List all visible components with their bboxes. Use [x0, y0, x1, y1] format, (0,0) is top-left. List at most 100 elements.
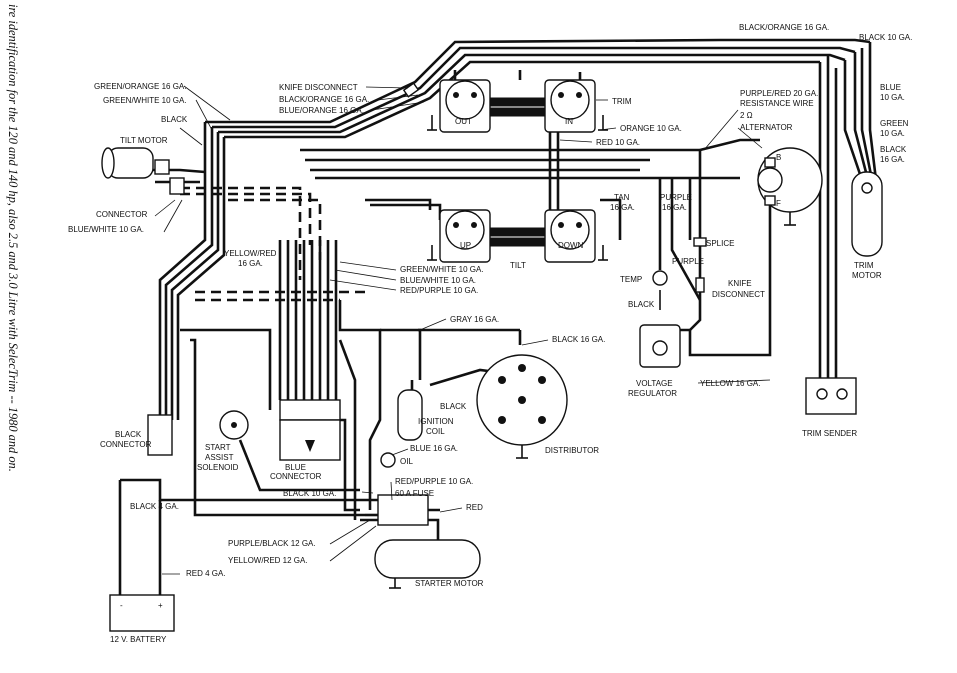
trim-sender-unit	[805, 377, 857, 415]
label-black-10-top: BLACK 10 GA.	[859, 33, 912, 42]
label-blue-10-line1: BLUE	[880, 83, 901, 92]
label-purple-red-20-line1: PURPLE/RED 20 GA.	[740, 89, 818, 98]
label-battery-plus: +	[158, 601, 163, 610]
label-start-assist-line1: START	[205, 443, 231, 452]
label-starter-motor: STARTER MOTOR	[415, 579, 484, 588]
wire-labels: BLACK/ORANGE 16 GA. BLACK 10 GA. BLUE 10…	[68, 23, 912, 644]
label-purple-16-line1: PURPLE	[660, 193, 692, 202]
label-green-white-10-left: GREEN/WHITE 10 GA.	[103, 96, 187, 105]
label-red: RED	[466, 503, 483, 512]
black-connector-unit	[147, 414, 173, 456]
label-temp: TEMP	[620, 275, 642, 284]
voltage-regulator-unit	[639, 324, 681, 368]
label-green-orange-16: GREEN/ORANGE 16 GA.	[94, 82, 186, 91]
label-blue-orange-16: BLUE/ORANGE 16 GA.	[279, 106, 364, 115]
label-blue-connector-line1: BLUE	[285, 463, 306, 472]
knife-disconnect-right	[695, 277, 705, 293]
start-assist-solenoid-unit	[219, 410, 249, 440]
label-black-orange-16-top: BLACK/ORANGE 16 GA.	[739, 23, 829, 32]
label-purple-black-12: PURPLE/BLACK 12 GA.	[228, 539, 316, 548]
label-purple-red-20-line3: 2 Ω	[740, 111, 753, 120]
label-green-white-10: GREEN/WHITE 10 GA.	[400, 265, 484, 274]
label-knife-disconnect-right-line1: KNIFE	[728, 279, 752, 288]
label-blue-white-10-mid: BLUE/WHITE 10 GA.	[400, 276, 476, 285]
alternator	[757, 147, 823, 226]
trim-in-motor	[544, 79, 608, 133]
label-tan-16-line2: 16 GA.	[610, 203, 635, 212]
label-trim-sender: TRIM SENDER	[802, 429, 857, 438]
label-black-mid-right: BLACK	[628, 300, 655, 309]
label-60a-fuse: 60 A FUSE	[395, 489, 434, 498]
tilt-down-motor	[544, 209, 608, 263]
label-voltage-regulator-line2: REGULATOR	[628, 389, 677, 398]
label-black-orange-16: BLACK/ORANGE 16 GA.	[279, 95, 369, 104]
label-green-10-line2: 10 GA.	[880, 129, 905, 138]
label-oil: OIL	[400, 457, 413, 466]
label-tilt: TILT	[510, 261, 526, 270]
label-blue-10-line2: 10 GA.	[880, 93, 905, 102]
label-down: DOWN	[558, 241, 584, 250]
label-black-10-mid: BLACK 10 GA.	[283, 489, 336, 498]
label-green-10-line1: GREEN	[880, 119, 909, 128]
label-purple: PURPLE	[672, 257, 704, 266]
ignition-coil-unit	[397, 389, 423, 441]
label-yellow-red-16-line1: YELLOW/RED	[224, 249, 277, 258]
label-battery-minus: -	[120, 601, 123, 610]
tilt-motor	[101, 147, 170, 179]
temp-sender	[652, 270, 668, 286]
trim-motor-unit	[851, 171, 883, 257]
label-black-coil: BLACK	[440, 402, 467, 411]
label-battery: 12 V. BATTERY	[110, 635, 167, 644]
label-tan-16-line1: TAN	[614, 193, 630, 202]
label-yellow-red-12: YELLOW/RED 12 GA.	[228, 556, 308, 565]
label-purple-red-20-line2: RESISTANCE WIRE	[740, 99, 814, 108]
label-ignition-coil-line2: COIL	[426, 427, 445, 436]
label-voltage-regulator-line1: VOLTAGE	[636, 379, 673, 388]
wiring-harness	[118, 38, 878, 595]
label-red-purple-10-mid: RED/PURPLE 10 GA.	[400, 286, 478, 295]
label-start-assist-line3: SOLENOID	[197, 463, 239, 472]
starter-motor-unit	[374, 539, 481, 589]
label-blue-white-10: BLUE/WHITE 10 GA.	[68, 225, 144, 234]
label-orange-10: ORANGE 10 GA.	[620, 124, 682, 133]
oil-sender	[380, 452, 396, 468]
knife-disconnect-top	[402, 82, 420, 98]
label-yellow-16: YELLOW 16 GA.	[700, 379, 760, 388]
label-start-assist-line2: ASSIST	[205, 453, 234, 462]
label-knife-disconnect-top: KNIFE DISCONNECT	[279, 83, 358, 92]
label-blue-16: BLUE 16 GA.	[410, 444, 458, 453]
battery-unit	[109, 594, 175, 632]
label-ignition-coil-line1: IGNITION	[418, 417, 454, 426]
label-trim: TRIM	[612, 97, 632, 106]
connector	[169, 177, 185, 195]
label-black-connector-line1: BLACK	[115, 430, 142, 439]
label-black-4: BLACK 4 GA.	[130, 502, 179, 511]
blue-connector-unit	[279, 399, 341, 461]
label-black-left: BLACK	[161, 115, 188, 124]
label-connector: CONNECTOR	[96, 210, 148, 219]
label-knife-disconnect-right-line2: DISCONNECT	[712, 290, 765, 299]
label-splice: SPLICE	[706, 239, 734, 248]
label-tilt-motor: TILT MOTOR	[120, 136, 168, 145]
label-blue-connector-line2: CONNECTOR	[270, 472, 322, 481]
label-red-4: RED 4 GA.	[186, 569, 226, 578]
label-distributor: DISTRIBUTOR	[545, 446, 599, 455]
label-red-purple-10-low: RED/PURPLE 10 GA.	[395, 477, 473, 486]
label-trim-motor-line2: MOTOR	[852, 271, 882, 280]
label-gray-16: GRAY 16 GA.	[450, 315, 499, 324]
label-red-10: RED 10 GA.	[596, 138, 640, 147]
label-alt-b: B	[776, 153, 781, 162]
trim-out-motor	[427, 79, 491, 133]
label-purple-16-line2: 16 GA.	[662, 203, 687, 212]
label-alt-f: F	[776, 199, 781, 208]
label-out: OUT	[455, 117, 472, 126]
fuse-60a	[377, 494, 429, 526]
label-yellow-red-16-line2: 16 GA.	[238, 259, 263, 268]
tilt-up-motor	[427, 209, 491, 263]
label-black-16-right-line2: 16 GA.	[880, 155, 905, 164]
label-black-connector-line2: CONNECTOR	[100, 440, 152, 449]
label-black-16-mid: BLACK 16 GA.	[552, 335, 605, 344]
distributor-unit	[476, 354, 568, 459]
leader-lines	[154, 85, 771, 575]
